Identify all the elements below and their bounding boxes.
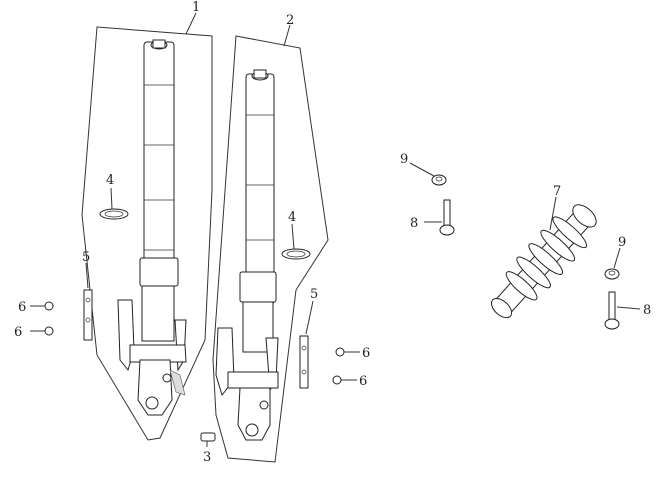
long-bolt-8a (439, 199, 455, 236)
pin-3 (200, 432, 216, 442)
callout-8-b: 8 (643, 303, 651, 318)
callout-1: 1 (192, 0, 200, 15)
bolt-6c (335, 347, 345, 357)
nut-9b (604, 268, 620, 280)
bolt-6a (44, 301, 54, 311)
callout-5-right: 5 (310, 287, 318, 302)
callout-4-right: 4 (288, 210, 296, 225)
bracket-left (83, 289, 93, 341)
long-bolt-8b (604, 291, 620, 330)
bolt-6d (332, 375, 342, 385)
callout-3: 3 (203, 450, 211, 465)
callout-6-b: 6 (14, 325, 22, 340)
callout-9-b: 9 (618, 235, 626, 250)
left-fork-boundary (81, 26, 213, 441)
callout-6-d: 6 (359, 374, 367, 389)
callout-labels: 1 2 3 4 4 5 5 6 6 6 6 7 8 8 9 9 (14, 0, 651, 465)
left-fork-assembly (117, 39, 187, 416)
seal-ring-right (281, 248, 311, 260)
callout-2: 2 (286, 13, 294, 28)
callout-5-left: 5 (82, 250, 90, 265)
bolt-6b (44, 326, 54, 336)
callout-7: 7 (553, 184, 561, 199)
rear-shock-absorber (490, 204, 597, 319)
callout-9-a: 9 (400, 152, 408, 167)
bracket-right (299, 335, 309, 389)
nut-9a (431, 174, 447, 186)
callout-8-a: 8 (410, 216, 418, 231)
right-fork-assembly (215, 69, 279, 441)
callout-6-c: 6 (362, 346, 370, 361)
leader-lines (30, 12, 641, 447)
callout-6-a: 6 (18, 300, 26, 315)
right-fork-boundary (212, 35, 329, 463)
callout-4-left: 4 (106, 173, 114, 188)
seal-ring-left (99, 208, 129, 220)
